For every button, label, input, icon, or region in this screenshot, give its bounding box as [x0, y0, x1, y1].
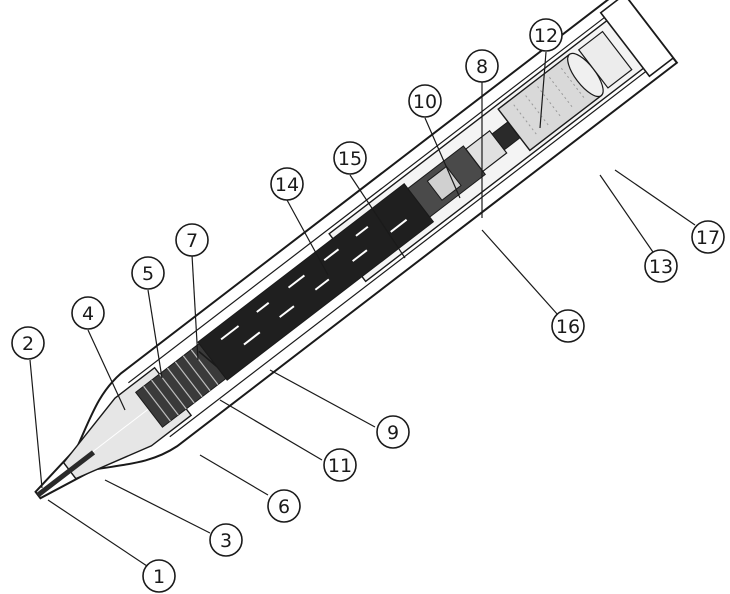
tip-needle: [36, 450, 96, 497]
callout-9: 9: [376, 415, 410, 449]
pen-body: [34, 0, 679, 500]
callout-1-label: 1: [153, 566, 165, 588]
callout-9-label: 9: [387, 422, 399, 444]
callout-14: 14: [270, 167, 304, 201]
callout-8: 8: [465, 49, 499, 83]
rear-cylinder: [497, 52, 604, 152]
callout-5: 5: [131, 256, 165, 290]
leader-16: [481, 229, 559, 316]
callout-17: 17: [691, 220, 725, 254]
callout-10: 10: [408, 84, 442, 118]
callout-8-label: 8: [476, 56, 488, 78]
callout-7-label: 7: [186, 230, 198, 252]
callout-3-label: 3: [220, 530, 232, 552]
callouts: 1 2 3 4 5 6 7 8 9 10 11 12 13 14 15 16 1…: [11, 18, 725, 593]
callout-1: 1: [142, 559, 176, 593]
callout-6: 6: [267, 489, 301, 523]
end-plug: [577, 30, 633, 89]
callout-13: 13: [644, 249, 678, 283]
inner-shell-line-lower: [169, 71, 647, 438]
callout-12-label: 12: [534, 25, 558, 47]
callout-4: 4: [71, 296, 105, 330]
leader-14: [286, 199, 329, 276]
callout-6-label: 6: [278, 496, 290, 518]
callout-7: 7: [175, 223, 209, 257]
callout-4-label: 4: [82, 303, 94, 325]
callout-15: 15: [333, 141, 367, 175]
leader-7: [191, 254, 199, 361]
cartridge-slots: [220, 218, 408, 346]
callout-5-label: 5: [142, 263, 154, 285]
leader-3: [104, 479, 211, 534]
leader-12: [539, 51, 547, 129]
leader-15: [349, 174, 406, 259]
callout-2: 2: [11, 326, 45, 360]
inner-cartridge: [197, 183, 435, 381]
leader-6: [199, 454, 269, 496]
callout-11: 11: [323, 448, 357, 482]
leader-1: [47, 499, 151, 569]
callout-11-label: 11: [328, 455, 352, 477]
leader-2: [29, 359, 43, 489]
leader-10: [424, 117, 461, 199]
callout-16: 16: [551, 309, 585, 343]
callout-10-label: 10: [413, 91, 437, 113]
leader-17: [614, 169, 696, 226]
callout-2-label: 2: [22, 333, 34, 355]
callout-16-label: 16: [556, 316, 580, 338]
callout-14-label: 14: [275, 174, 299, 196]
leader-5: [147, 289, 163, 379]
leader-9: [269, 369, 376, 428]
open-end: [599, 0, 675, 78]
callout-17-label: 17: [696, 227, 720, 249]
leader-13: [599, 174, 656, 256]
leader-lines: [29, 51, 696, 569]
callout-3: 3: [209, 523, 243, 557]
callout-15-label: 15: [338, 148, 362, 170]
callout-12: 12: [529, 18, 563, 52]
leader-4: [87, 329, 126, 411]
leader-11: [219, 399, 323, 461]
callout-13-label: 13: [649, 256, 673, 278]
